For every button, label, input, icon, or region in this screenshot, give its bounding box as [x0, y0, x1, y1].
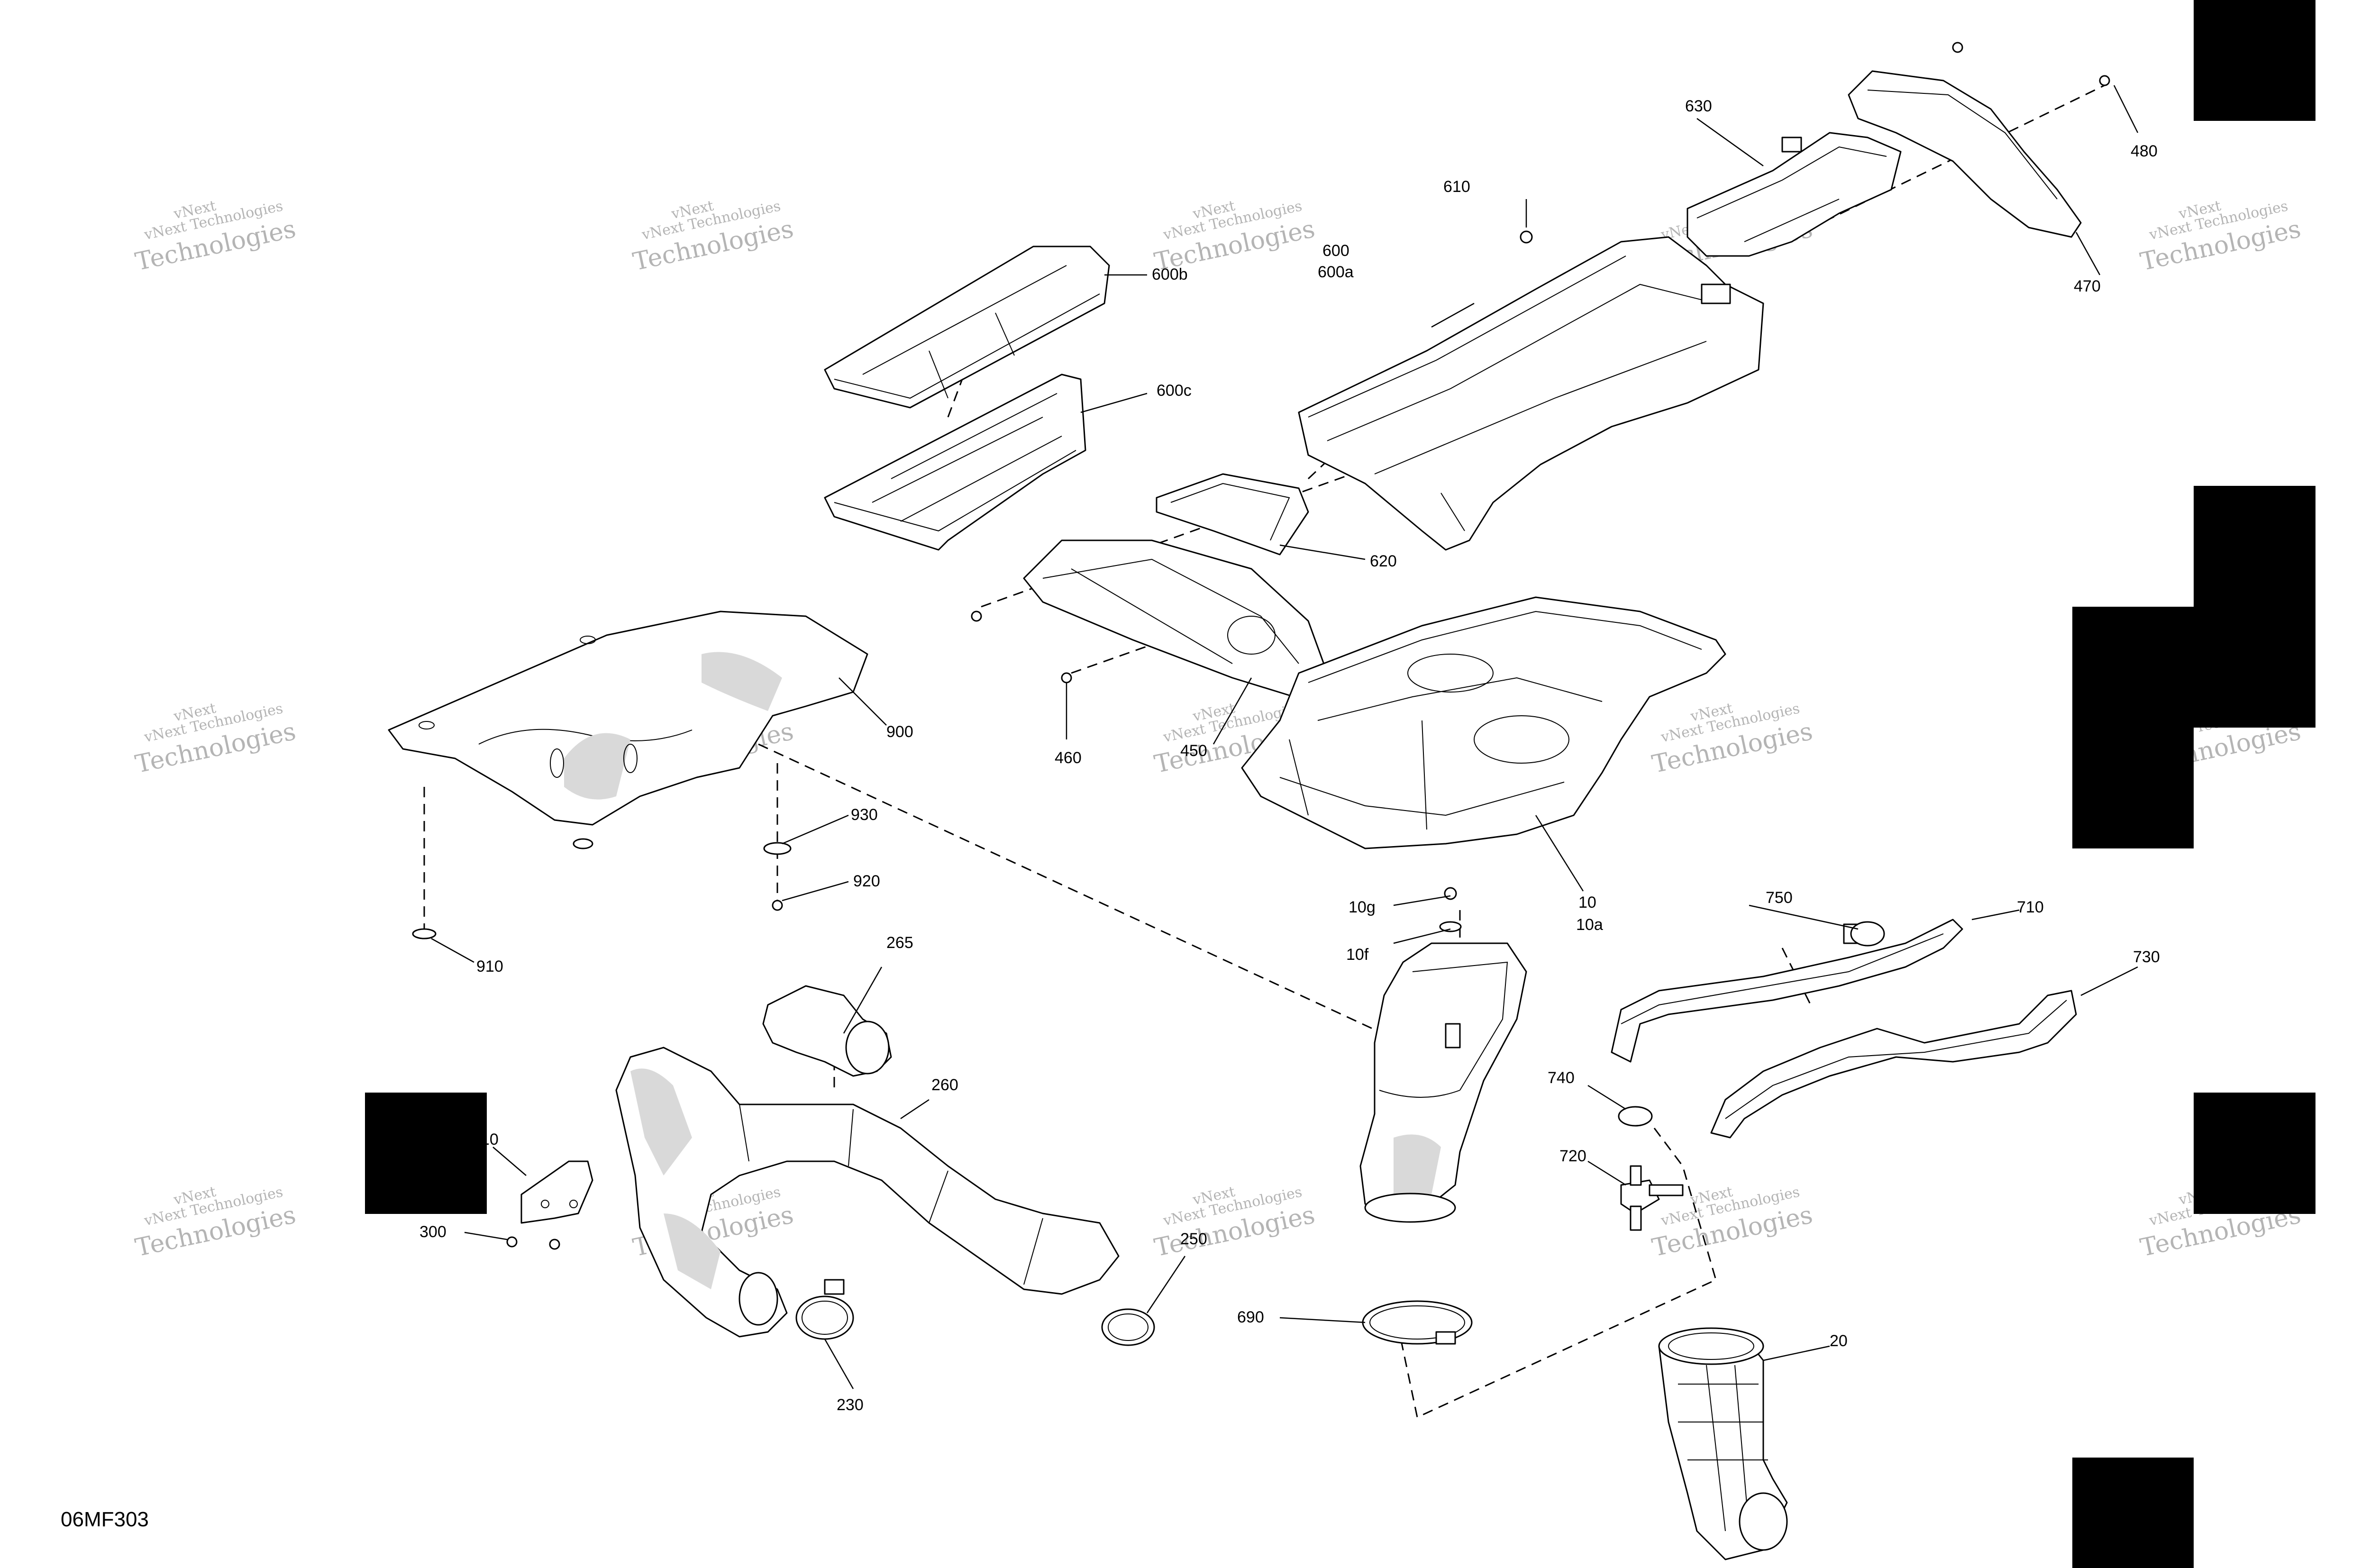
- filter-elbow: [1359, 887, 1527, 1223]
- upper-airbox-600: [1298, 230, 1764, 551]
- lower-airbox-10: [1241, 596, 1726, 849]
- watermark: vNext vNext Technologies Technologies: [133, 198, 298, 277]
- watermark: vNext vNext Technologies Technologies: [1650, 700, 1815, 779]
- watermark: vNext vNext Technologies Technologies: [1152, 1184, 1317, 1263]
- callout-920: 920: [853, 872, 880, 890]
- callout-600b: 600b: [1152, 265, 1188, 283]
- hose-730: [1710, 990, 2077, 1139]
- clamp-690: [1362, 1300, 1473, 1345]
- callout-470: 470: [2074, 277, 2101, 295]
- callout-600a: 600a: [1318, 263, 1354, 281]
- watermark: vNext vNext Technologies Technologies: [133, 1184, 298, 1263]
- callout-labels: 600b 600c 620 450 460 900 930 920 910 60…: [419, 97, 2160, 1414]
- watermark: vNext vNext Technologies Technologies: [133, 700, 298, 779]
- callout-250: 250: [1180, 1230, 1207, 1248]
- diagram-code: 06MF303: [61, 1508, 149, 1531]
- filter-frame-600c: [824, 374, 1086, 551]
- callout-910: 910: [476, 957, 503, 975]
- clamp-750: [1850, 921, 1885, 947]
- callout-10: 10: [1578, 893, 1596, 912]
- snorkel-cap-470: [1848, 42, 2110, 238]
- snorkel-630: [1686, 132, 1902, 257]
- callout-720: 720: [1559, 1147, 1586, 1165]
- tee-fitting-720: [1620, 1165, 1684, 1231]
- callout-10a: 10a: [1576, 916, 1603, 934]
- callout-20: 20: [1830, 1332, 1848, 1350]
- callout-600: 600: [1322, 242, 1349, 260]
- watermark: vNext vNext Technologies Technologies: [2138, 198, 2303, 277]
- clamp-250: [1101, 1308, 1155, 1346]
- redaction-blocks: [365, 0, 2315, 1568]
- clamp-740: [1618, 1106, 1653, 1127]
- callout-620: 620: [1370, 552, 1397, 570]
- prefilter-20: [1658, 1327, 1788, 1560]
- seal-620: [1156, 473, 1309, 556]
- intake-hose-265: [762, 985, 892, 1077]
- redaction-block: [365, 1093, 487, 1214]
- callout-230: 230: [837, 1396, 864, 1414]
- leader-lines: [431, 85, 2139, 1389]
- callout-930: 930: [851, 806, 878, 824]
- callout-690: 690: [1237, 1308, 1264, 1326]
- callout-10g: 10g: [1349, 898, 1376, 916]
- redaction-block: [2072, 607, 2194, 848]
- callout-450: 450: [1180, 742, 1207, 760]
- callout-710: 710: [2017, 898, 2044, 916]
- filter-cover-600b: [824, 246, 1110, 409]
- assembly-lines: [423, 84, 2105, 1419]
- hardware: [412, 842, 792, 939]
- callout-480: 480: [2131, 142, 2158, 160]
- redaction-block: [2194, 0, 2315, 121]
- intake-hose-260: [615, 1047, 1120, 1338]
- callout-10f: 10f: [1346, 946, 1369, 964]
- callout-460: 460: [1055, 749, 1082, 767]
- clamp-230: [795, 1279, 854, 1340]
- callout-600c: 600c: [1157, 382, 1192, 400]
- watermark: vNext vNext Technologies Technologies: [1152, 198, 1317, 277]
- bracket-310: [506, 1160, 593, 1250]
- callout-750: 750: [1766, 889, 1793, 907]
- redaction-block: [2194, 486, 2315, 728]
- redaction-block: [2194, 1093, 2315, 1214]
- heat-shield-900: [388, 611, 868, 849]
- redaction-block: [2072, 1458, 2194, 1568]
- callout-265: 265: [886, 934, 913, 952]
- callout-300: 300: [419, 1223, 447, 1241]
- callout-260: 260: [931, 1076, 958, 1094]
- watermark: vNext vNext Technologies Technologies: [630, 198, 796, 277]
- callout-730: 730: [2133, 948, 2160, 966]
- callout-740: 740: [1548, 1069, 1575, 1087]
- inlet-duct-450: [971, 539, 1328, 698]
- callout-630: 630: [1685, 97, 1712, 115]
- watermark: vNext vNext Technologies Technologies: [1650, 1184, 1815, 1263]
- callout-610: 610: [1443, 178, 1470, 196]
- callout-900: 900: [886, 723, 913, 741]
